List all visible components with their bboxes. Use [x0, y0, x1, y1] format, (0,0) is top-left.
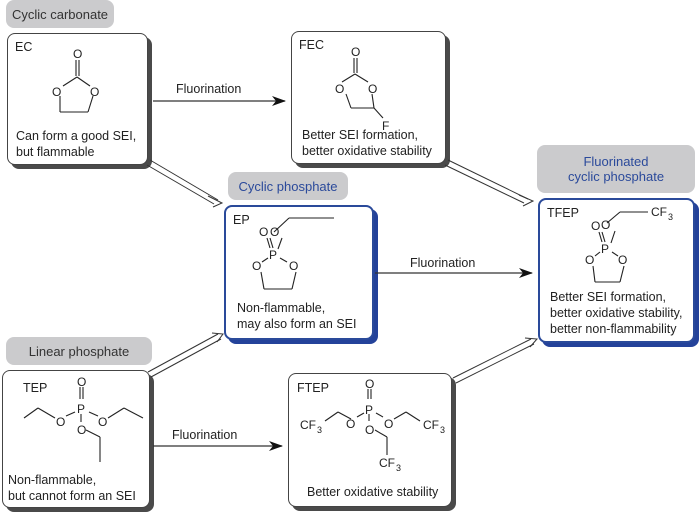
- compound-box-tep: TEP Non-flammable, but cannot form an SE…: [2, 370, 150, 508]
- atom-o: O: [73, 47, 82, 61]
- desc-line: better oxidative stability,: [550, 306, 683, 320]
- atom-o: O: [365, 423, 374, 437]
- category-label: Linear phosphate: [28, 343, 130, 359]
- compound-description: Can form a good SEI, but flammable: [16, 128, 136, 160]
- atom-o: O: [270, 225, 279, 239]
- category-label: Cyclic carbonate: [11, 6, 109, 22]
- molecule-fec: O O O F: [335, 45, 389, 133]
- desc-line: but cannot form an SEI: [8, 489, 136, 503]
- compound-description: Better SEI formation, better oxidative s…: [550, 289, 682, 337]
- subscript-3: 3: [317, 425, 322, 435]
- atom-o: O: [52, 85, 61, 99]
- molecule-tep: O P O O O: [23, 375, 144, 462]
- group-cf3: CF: [651, 205, 667, 219]
- atom-o: O: [77, 423, 86, 437]
- compound-name: EC: [15, 40, 33, 54]
- atom-f: F: [382, 119, 389, 133]
- subscript-3: 3: [396, 463, 401, 473]
- compound-box-ec: EC Can form a good SEI, but flammable: [7, 33, 148, 165]
- atom-o: O: [368, 82, 377, 96]
- molecule-tfep: O O P O O CF 3: [585, 205, 673, 283]
- desc-line: may also form an SEI: [237, 317, 357, 331]
- desc-line: Can form a good SEI,: [16, 129, 137, 143]
- compound-box-fec: FEC Better SEI formation, better oxidati…: [291, 31, 446, 164]
- arrow-label-top: Fluorination: [176, 82, 242, 96]
- category-label-line2: cyclic phosphate: [567, 169, 665, 184]
- category-linear-phosphate: Linear phosphate: [6, 337, 152, 365]
- atom-p: P: [365, 403, 373, 417]
- desc-line: Non-flammable,: [8, 473, 97, 487]
- subscript-3: 3: [440, 425, 445, 435]
- desc-line: Better SEI formation,: [550, 290, 667, 304]
- atom-o: O: [365, 377, 374, 391]
- compound-box-ep: EP Non-flammable, may also form an SEI: [224, 205, 374, 340]
- subscript-3: 3: [668, 212, 673, 222]
- desc-line: but flammable: [16, 145, 95, 159]
- atom-o: O: [90, 85, 99, 99]
- desc-line: Non-flammable,: [237, 301, 326, 315]
- double-arrow-ec-to-ep: [146, 159, 224, 208]
- compound-description: Non-flammable, may also form an SEI: [237, 300, 357, 332]
- atom-o: O: [585, 253, 594, 267]
- atom-o: O: [384, 417, 393, 431]
- molecule-ep: O O P O O: [252, 217, 334, 290]
- atom-o: O: [77, 375, 86, 389]
- desc-line: better non-flammability: [550, 322, 677, 336]
- desc-line: Better SEI formation,: [302, 128, 419, 142]
- category-cyclic-carbonate: Cyclic carbonate: [6, 0, 114, 28]
- atom-o: O: [591, 219, 600, 233]
- atom-p: P: [601, 242, 609, 256]
- compound-description: Better SEI formation, better oxidative s…: [302, 127, 432, 159]
- atom-o: O: [98, 415, 107, 429]
- category-fluorinated-cyclic-phosphate: Fluorinated cyclic phosphate: [537, 145, 695, 193]
- molecule-ftep: O P O O O CF 3 CF 3 CF 3: [300, 377, 445, 473]
- atom-o: O: [56, 415, 65, 429]
- compound-name: EP: [233, 213, 250, 227]
- compound-description: Non-flammable, but cannot form an SEI: [8, 472, 136, 504]
- category-cyclic-phosphate: Cyclic phosphate: [228, 172, 348, 200]
- atom-o: O: [252, 259, 261, 273]
- atom-o: O: [259, 225, 268, 239]
- atom-p: P: [77, 402, 85, 416]
- atom-o: O: [618, 253, 627, 267]
- compound-name: TFEP: [547, 206, 579, 220]
- group-cf3: CF: [423, 418, 439, 432]
- compound-box-ftep: FTEP Better oxidative stability: [288, 373, 452, 507]
- category-label: Cyclic phosphate: [238, 178, 338, 194]
- desc-line: Better oxidative stability: [307, 485, 439, 499]
- group-cf3: CF: [379, 456, 395, 470]
- arrow-label-middle: Fluorination: [410, 256, 476, 270]
- category-label-line1: Fluorinated: [583, 154, 649, 169]
- atom-o: O: [335, 82, 344, 96]
- arrow-label-bottom: Fluorination: [172, 428, 238, 442]
- atom-o: O: [346, 417, 355, 431]
- compound-box-tfep: TFEP Better SEI formation, better oxidat…: [538, 198, 695, 343]
- compound-name: FTEP: [297, 381, 329, 395]
- double-arrow-tep-to-ep: [147, 332, 224, 378]
- desc-line: better oxidative stability: [302, 144, 432, 158]
- double-arrow-ftep-to-tfep: [452, 337, 539, 384]
- atom-o: O: [601, 218, 610, 232]
- atom-p: P: [269, 248, 277, 262]
- group-cf3: CF: [300, 418, 316, 432]
- molecule-ec: O O O: [52, 47, 99, 113]
- atom-o: O: [289, 259, 298, 273]
- double-arrow-fec-to-tfep: [444, 159, 535, 207]
- atom-o: O: [351, 45, 360, 59]
- compound-description: Better oxidative stability: [307, 484, 438, 500]
- compound-name: TEP: [23, 381, 48, 395]
- compound-name: FEC: [299, 38, 324, 52]
